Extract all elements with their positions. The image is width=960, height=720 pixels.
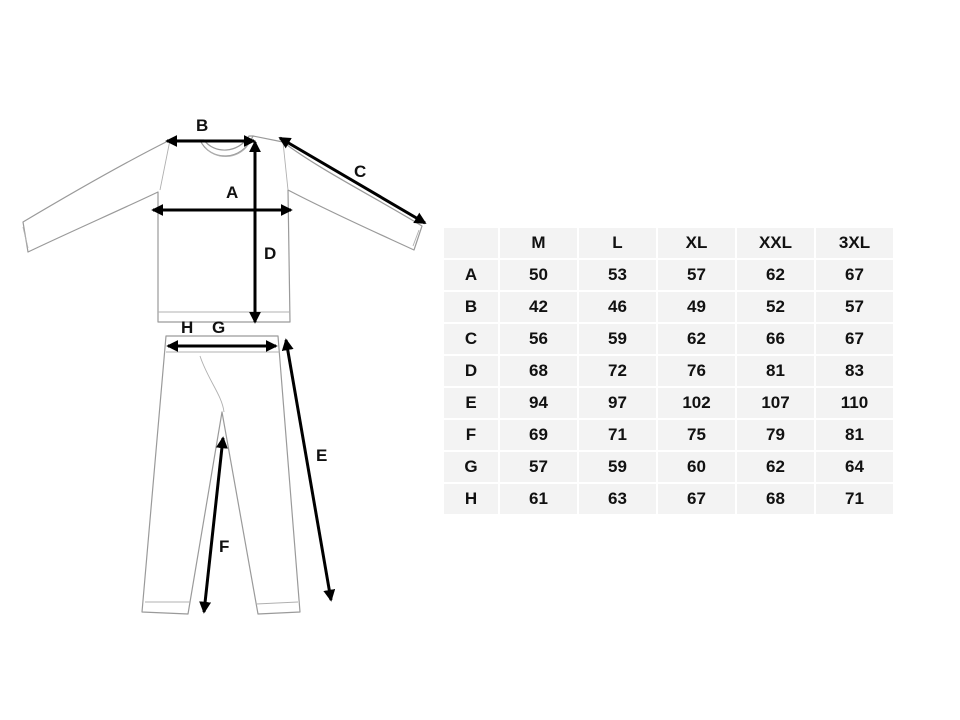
label-h: H	[181, 318, 193, 337]
table-cell: 62	[658, 324, 735, 354]
table-cell: 53	[579, 260, 656, 290]
table-cell: 42	[500, 292, 577, 322]
table-cell: 49	[658, 292, 735, 322]
table-cell: 79	[737, 420, 814, 450]
table-cell: 81	[816, 420, 893, 450]
column-header: M	[500, 228, 577, 258]
table-cell: 61	[500, 484, 577, 514]
label-g: G	[212, 318, 225, 337]
table-cell: 59	[579, 324, 656, 354]
table-cell: 81	[737, 356, 814, 386]
measurement-labels: B A C D H G E F	[181, 116, 366, 556]
pants-outline	[141, 335, 301, 615]
column-header: 3XL	[816, 228, 893, 258]
table-cell: 97	[579, 388, 656, 418]
table-cell: 94	[500, 388, 577, 418]
row-label: E	[444, 388, 498, 418]
table-cell: 67	[658, 484, 735, 514]
arrow-f	[199, 436, 228, 614]
table-cell: 60	[658, 452, 735, 482]
table-cell: 110	[816, 388, 893, 418]
table-row: C 56 59 62 66 67	[444, 324, 893, 354]
row-label: A	[444, 260, 498, 290]
label-c: C	[354, 162, 366, 181]
table-row: B 42 46 49 52 57	[444, 292, 893, 322]
arrow-c	[278, 136, 427, 225]
table-row: F 69 71 75 79 81	[444, 420, 893, 450]
table-cell: 67	[816, 260, 893, 290]
table-cell: 59	[579, 452, 656, 482]
table-row: H 61 63 67 68 71	[444, 484, 893, 514]
table-cell: 63	[579, 484, 656, 514]
table-cell: 76	[658, 356, 735, 386]
table-cell: 62	[737, 452, 814, 482]
arrow-e	[281, 338, 336, 602]
table-cell: 69	[500, 420, 577, 450]
table-cell: 46	[579, 292, 656, 322]
table-cell: 57	[658, 260, 735, 290]
label-a: A	[226, 183, 238, 202]
table-row: D 68 72 76 81 83	[444, 356, 893, 386]
table-cell: 72	[579, 356, 656, 386]
table-row: G 57 59 60 62 64	[444, 452, 893, 482]
table-cell: 71	[579, 420, 656, 450]
size-chart-table: M L XL XXL 3XL A 50 53 57 62 67 B 42 46 …	[442, 226, 895, 516]
table-cell: 68	[737, 484, 814, 514]
table-cell: 52	[737, 292, 814, 322]
table-cell: 66	[737, 324, 814, 354]
table-cell: 75	[658, 420, 735, 450]
table-corner-cell	[444, 228, 498, 258]
label-b: B	[196, 116, 208, 135]
table-cell: 62	[737, 260, 814, 290]
table-cell: 67	[816, 324, 893, 354]
label-e: E	[316, 446, 327, 465]
table-cell: 68	[500, 356, 577, 386]
table-cell: 71	[816, 484, 893, 514]
column-header: L	[579, 228, 656, 258]
label-f: F	[219, 537, 229, 556]
table-cell: 64	[816, 452, 893, 482]
row-label: D	[444, 356, 498, 386]
label-d: D	[264, 244, 276, 263]
table-cell: 57	[500, 452, 577, 482]
column-header: XXL	[737, 228, 814, 258]
table-cell: 107	[737, 388, 814, 418]
table-cell: 50	[500, 260, 577, 290]
table-row: A 50 53 57 62 67	[444, 260, 893, 290]
table-cell: 102	[658, 388, 735, 418]
row-label: H	[444, 484, 498, 514]
row-label: C	[444, 324, 498, 354]
row-label: G	[444, 452, 498, 482]
row-label: F	[444, 420, 498, 450]
row-label: B	[444, 292, 498, 322]
table-cell: 56	[500, 324, 577, 354]
table-cell: 57	[816, 292, 893, 322]
measurement-arrows	[151, 135, 427, 614]
table-row: E 94 97 102 107 110	[444, 388, 893, 418]
column-header: XL	[658, 228, 735, 258]
table-header-row: M L XL XXL 3XL	[444, 228, 893, 258]
table-cell: 83	[816, 356, 893, 386]
